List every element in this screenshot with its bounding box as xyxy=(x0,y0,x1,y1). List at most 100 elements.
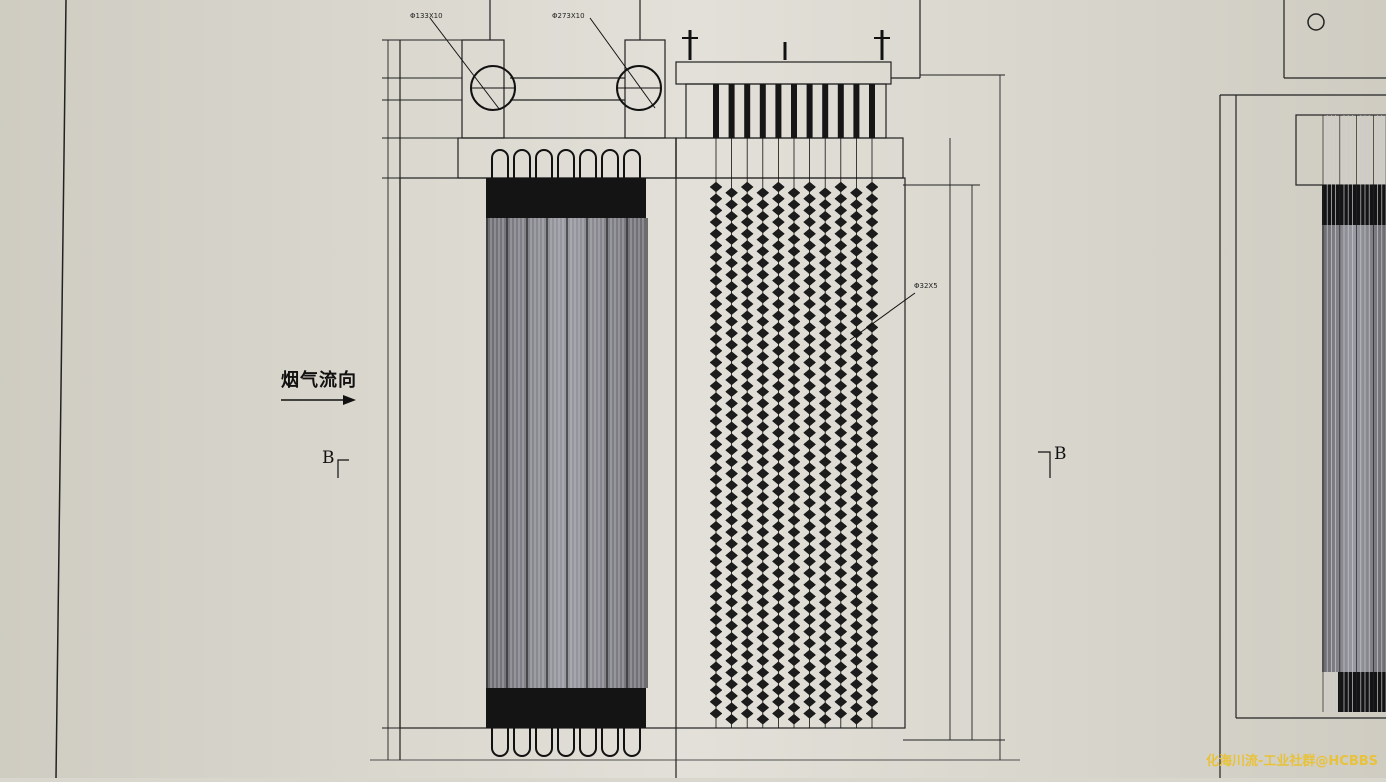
fin-mark xyxy=(850,468,863,479)
fin-mark xyxy=(709,708,723,719)
fin-mark xyxy=(803,216,816,228)
fin-mark xyxy=(740,474,754,485)
fin-mark xyxy=(725,690,738,702)
fin-mark xyxy=(756,257,770,269)
fin-mark xyxy=(756,199,770,210)
tube-bank-bottom-band xyxy=(486,688,646,728)
fin-mark xyxy=(803,403,816,415)
fin-mark xyxy=(740,462,754,474)
fin-mark xyxy=(772,298,785,310)
fin-mark xyxy=(818,245,832,257)
fin-mark xyxy=(865,368,879,380)
fin-mark xyxy=(772,181,785,193)
fin-mark xyxy=(709,181,723,193)
fin-mark xyxy=(865,205,879,216)
fin-mark xyxy=(818,187,832,199)
fin-mark xyxy=(787,620,801,632)
fin-mark xyxy=(850,561,863,573)
fin-mark xyxy=(725,667,738,678)
fin-mark xyxy=(740,240,754,251)
fin-mark xyxy=(818,374,832,386)
fin-mark xyxy=(818,433,832,444)
fin-mark xyxy=(756,433,770,444)
fin-mark xyxy=(834,322,848,333)
fin-mark xyxy=(818,526,832,538)
fin-mark xyxy=(756,468,770,479)
fin-mark xyxy=(803,614,816,626)
fin-mark xyxy=(756,596,770,608)
fin-mark xyxy=(818,573,832,585)
u-bend-top xyxy=(601,149,619,178)
fin-mark xyxy=(787,596,801,608)
fin-tube-top-stub xyxy=(791,84,797,138)
fin-mark xyxy=(787,585,801,596)
fin-mark xyxy=(787,713,801,725)
fin-mark xyxy=(818,409,832,421)
fin-mark xyxy=(850,222,863,234)
fin-mark xyxy=(850,526,863,538)
fin-mark xyxy=(725,538,738,550)
fin-mark xyxy=(803,298,816,310)
fin-mark xyxy=(834,579,848,591)
fin-mark xyxy=(740,310,754,322)
fin-mark xyxy=(834,427,848,439)
fin-mark xyxy=(709,251,723,263)
fin-mark xyxy=(709,415,723,427)
fin-mark xyxy=(709,661,723,673)
fin-mark xyxy=(865,497,879,509)
fin-mark xyxy=(787,667,801,678)
u-bend-bottom xyxy=(557,728,575,757)
fin-mark xyxy=(834,684,848,696)
fin-mark xyxy=(709,427,723,439)
fin-mark xyxy=(756,643,770,655)
fin-mark xyxy=(787,222,801,234)
fin-mark xyxy=(756,667,770,678)
fin-mark xyxy=(756,561,770,573)
fin-mark xyxy=(818,538,832,550)
fin-mark xyxy=(709,637,723,649)
fin-mark xyxy=(850,608,863,620)
fin-mark xyxy=(865,251,879,263)
fin-mark xyxy=(865,439,879,450)
tube-bank-fill xyxy=(486,178,646,728)
fin-mark xyxy=(725,316,738,327)
fin-mark xyxy=(772,251,785,263)
fin-tube-top-stub xyxy=(759,84,766,138)
finned-tube-pattern xyxy=(709,84,879,728)
fin-mark xyxy=(709,240,723,251)
fin-mark xyxy=(740,193,754,205)
top-header-box xyxy=(457,0,921,179)
fin-mark xyxy=(740,427,754,439)
fin-mark xyxy=(803,181,816,193)
fin-mark xyxy=(772,497,785,509)
fin-mark xyxy=(818,222,832,234)
fin-mark xyxy=(709,485,723,497)
fin-mark xyxy=(772,462,785,474)
fin-mark xyxy=(725,550,738,561)
fin-tube-top-stub xyxy=(822,84,829,138)
fin-mark xyxy=(709,380,723,392)
fin-mark xyxy=(756,632,770,643)
fin-mark xyxy=(803,696,816,708)
fin-tube-top-stub xyxy=(713,84,719,138)
fin-mark xyxy=(772,216,785,228)
fin-mark xyxy=(834,357,848,368)
tube-spec-label: Φ32X5 xyxy=(914,282,938,290)
fin-mark xyxy=(834,661,848,673)
fin-mark xyxy=(709,602,723,614)
fin-mark xyxy=(818,468,832,479)
fin-mark xyxy=(756,503,770,515)
fin-mark xyxy=(787,550,801,561)
fin-mark xyxy=(865,310,879,322)
fin-mark xyxy=(725,304,738,316)
fin-mark xyxy=(834,333,848,345)
fin-mark xyxy=(740,403,754,415)
fin-mark xyxy=(709,310,723,322)
fin-mark xyxy=(850,491,863,503)
fin-mark xyxy=(725,561,738,573)
fin-mark xyxy=(787,409,801,421)
fin-mark xyxy=(709,614,723,626)
